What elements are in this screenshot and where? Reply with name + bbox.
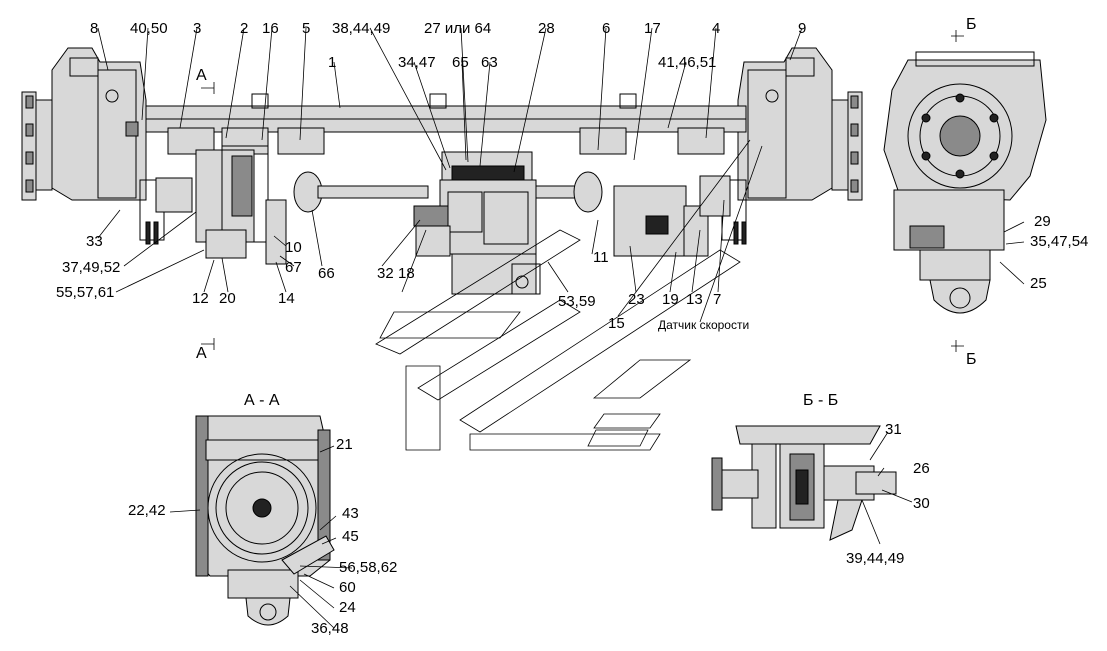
callout-55-57-61: 55,57,61 xyxy=(56,284,115,301)
callout-16: 16 xyxy=(262,20,279,37)
callout-36-48: 36,48 xyxy=(311,620,349,637)
callout-66: 66 xyxy=(318,265,335,282)
callout-63: 63 xyxy=(481,54,498,71)
callout-21: 21 xyxy=(336,436,353,453)
main-axle-view xyxy=(21,27,863,451)
callout-22-42: 22,42 xyxy=(128,502,166,519)
callout-37-49-52: 37,49,52 xyxy=(62,259,121,276)
section-a-a-title: А - А xyxy=(244,392,280,409)
section-marker-b-top: Б xyxy=(966,16,977,33)
callout-11: 11 xyxy=(593,249,609,266)
callout-2: 2 xyxy=(240,20,249,37)
callout-30: 30 xyxy=(913,495,930,512)
callout-53-59: 53,59 xyxy=(558,293,596,310)
section-a-a xyxy=(169,415,353,629)
callout-45: 45 xyxy=(342,528,359,545)
callout-38-44-49: 38,44,49 xyxy=(332,20,391,37)
side-view xyxy=(883,51,1047,314)
callout-23: 23 xyxy=(628,291,645,308)
callout-7: 7 xyxy=(713,291,722,308)
callout-40-50: 40,50 xyxy=(130,20,168,37)
callout-1: 1 xyxy=(328,54,337,71)
callout-67: 67 xyxy=(285,259,302,276)
section-marker-b-bottom: Б xyxy=(966,351,977,368)
callout-19: 19 xyxy=(662,291,679,308)
callout-29: 29 xyxy=(1034,213,1051,230)
callout-10: 10 xyxy=(285,239,302,256)
callout-39-44-49: 39,44,49 xyxy=(846,550,905,567)
callout-31: 31 xyxy=(885,421,902,438)
section-marker-a-bottom: А xyxy=(196,345,207,362)
callout-14: 14 xyxy=(278,290,295,307)
callout-13: 13 xyxy=(686,291,703,308)
callout-9: 9 xyxy=(798,20,807,37)
section-b-b xyxy=(711,425,913,545)
speed-sensor-label: Датчик скорости xyxy=(658,318,750,332)
callout-60: 60 xyxy=(339,579,356,596)
callout-24: 24 xyxy=(339,599,356,616)
callout-65: 65 xyxy=(452,54,469,71)
callout-5: 5 xyxy=(302,20,311,37)
callout-8: 8 xyxy=(90,20,99,37)
callout-6: 6 xyxy=(602,20,611,37)
callout-35-47-54: 35,47,54 xyxy=(1030,233,1089,250)
section-marker-a-top: А xyxy=(196,67,207,84)
callout-41-46-51: 41,46,51 xyxy=(658,54,717,71)
callout-34-47: 34,47 xyxy=(398,54,436,71)
callout-15: 15 xyxy=(608,315,625,332)
callout-12: 12 xyxy=(192,290,209,307)
callout-18: 18 xyxy=(398,265,415,282)
central-gearbox xyxy=(413,151,541,295)
callout-26: 26 xyxy=(913,460,930,477)
callout-28: 28 xyxy=(538,20,555,37)
callout-43: 43 xyxy=(342,505,359,522)
callout-32: 32 xyxy=(377,265,394,282)
callout-27-or-64: 27 или 64 xyxy=(424,20,492,37)
callout-17: 17 xyxy=(644,20,661,37)
callout-4: 4 xyxy=(712,20,721,37)
section-b-b-title: Б - Б xyxy=(803,392,839,409)
right-wheel-hub xyxy=(721,47,863,245)
callout-33: 33 xyxy=(86,233,103,250)
callout-25: 25 xyxy=(1030,275,1047,292)
callout-20: 20 xyxy=(219,290,236,307)
callout-56-58-62: 56,58,62 xyxy=(339,559,398,576)
left-wheel-hub xyxy=(21,47,165,245)
callout-3: 3 xyxy=(193,20,202,37)
